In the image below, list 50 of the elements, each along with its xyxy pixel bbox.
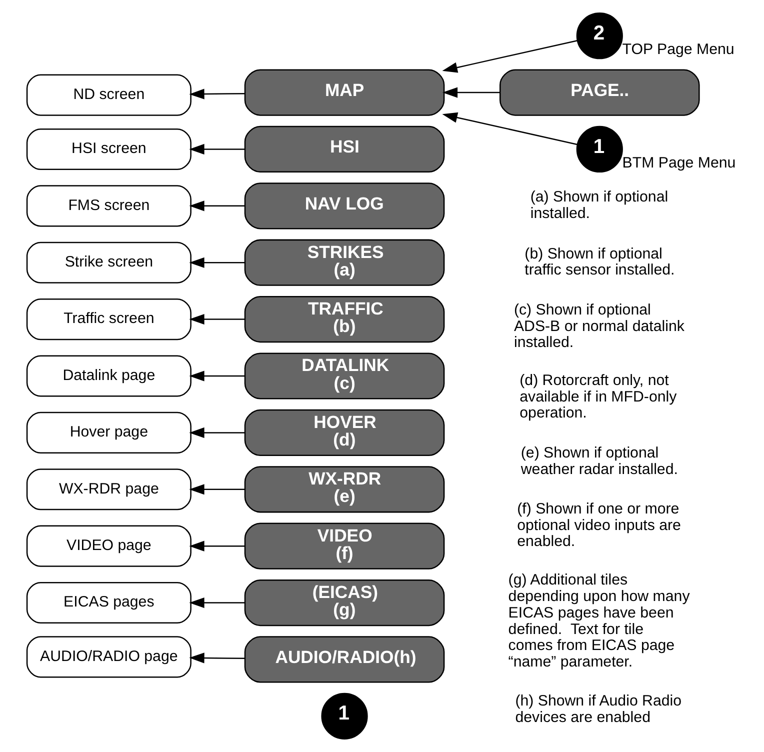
- node-box: TRAFFIC (b): [244, 296, 445, 343]
- node-box: VIDEO (f): [244, 522, 445, 570]
- node-box: VIDEO page: [26, 525, 192, 567]
- label: (b) Shown if optional traffic sensor installed.: [524, 245, 675, 279]
- node-box: WX-RDR (e): [244, 466, 445, 513]
- node-box: ND screen: [26, 74, 192, 116]
- node-box: AUDIO/RADIO(h): [244, 636, 445, 683]
- label: (d) Rotorcraft only, not available if in MFD-only operation.: [520, 372, 677, 422]
- arrow: [189, 484, 245, 495]
- node-box: Traffic screen: [26, 298, 192, 340]
- arrow: [189, 200, 245, 212]
- node-circle: 1: [576, 126, 623, 173]
- node-label: BTM Page Menu: [622, 154, 736, 172]
- node-box: NAV LOG: [244, 182, 445, 230]
- arrow: [442, 40, 578, 73]
- node-box: Datalink page: [26, 355, 192, 397]
- node-box: PAGE..: [499, 69, 700, 116]
- node-box: (EICAS) (g): [244, 579, 445, 626]
- arrow: [442, 112, 578, 146]
- node-box: HSI screen: [26, 128, 192, 170]
- node-box: FMS screen: [26, 185, 192, 227]
- label: (g) Additional tiles depending upon how many EICAS pages have been defined. Text for tile comes from EICAS page “name” parameter.: [508, 572, 690, 671]
- arrow: [442, 87, 500, 98]
- arrow: [189, 314, 245, 325]
- arrow: [189, 652, 245, 664]
- node-box: WX-RDR page: [26, 468, 192, 510]
- node-box: STRIKES (a): [244, 239, 445, 286]
- node-box: Hover page: [26, 412, 192, 454]
- label: (h) Shown if Audio Radio devices are enabled: [515, 692, 682, 726]
- node-box: DATALINK (c): [244, 352, 445, 400]
- node-box: Strike screen: [26, 242, 192, 284]
- node-box: MAP: [244, 69, 445, 116]
- node-box: HOVER (d): [244, 409, 445, 456]
- node-box: HSI: [244, 126, 445, 173]
- arrow: [189, 540, 245, 552]
- arrow: [189, 427, 245, 438]
- arrow: [189, 88, 245, 100]
- label: (f) Shown if one or more optional video inputs are enabled.: [517, 500, 681, 550]
- node-label: TOP Page Menu: [622, 41, 734, 58]
- arrow: [189, 257, 245, 268]
- node-circle: 1: [321, 692, 368, 740]
- arrow: [189, 144, 245, 155]
- node-box: AUDIO/RADIO page: [26, 636, 192, 678]
- node-box: EICAS pages: [26, 582, 192, 624]
- label: (a) Shown if optional installed.: [530, 188, 668, 222]
- label: (c) Shown if optional ADS-B or normal datalink installed.: [514, 301, 684, 352]
- arrow: [189, 370, 245, 382]
- label: (e) Shown if optional weather radar installed.: [520, 444, 678, 478]
- arrow: [189, 597, 245, 608]
- node-circle: 2: [576, 12, 623, 60]
